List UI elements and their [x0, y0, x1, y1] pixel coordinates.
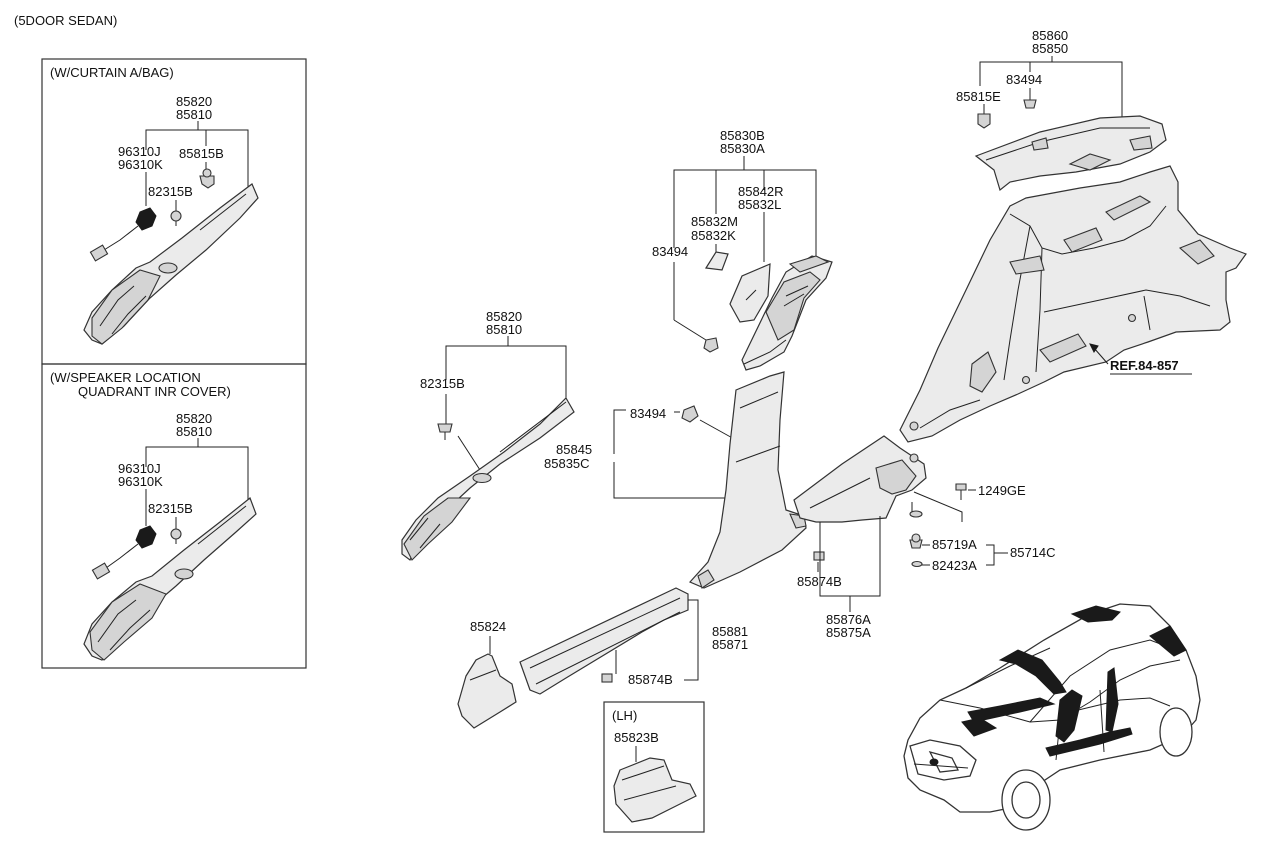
- callout-85815E: 85815E: [956, 89, 1001, 104]
- callout-85845: 85845: [556, 442, 592, 457]
- reference-label: REF.84-857: [1110, 358, 1179, 373]
- inset-title: (LH): [612, 708, 637, 723]
- rear-upper-trim: [974, 115, 1167, 192]
- callout-85719A: 85719A: [932, 537, 977, 552]
- callout-85830A: 85830A: [720, 141, 765, 156]
- clip-82315B: [170, 210, 182, 226]
- callout-85875A: 85875A: [826, 625, 871, 640]
- callout-1249GE: 1249GE: [978, 483, 1026, 498]
- group-scuff: 85824 85881 85871 85874B: [457, 587, 748, 729]
- b-pillar-lower-trim: [688, 371, 807, 589]
- inset-lh: (LH) 85823B: [603, 701, 705, 833]
- callout-85823B: 85823B: [614, 730, 659, 745]
- callout-82423A: 82423A: [932, 558, 977, 573]
- inset-title: (W/CURTAIN A/BAG): [50, 65, 174, 80]
- variant-label: (5DOOR SEDAN): [14, 13, 117, 28]
- airbag-bracket: [89, 207, 157, 262]
- inset-frame: [41, 363, 307, 669]
- group-c-pillar: 85874B 85876A 85875A: [793, 435, 927, 640]
- callout-85881: 85881: [712, 624, 748, 639]
- callout-96310K: 96310K: [118, 474, 163, 489]
- callout-82315B: 82315B: [148, 501, 193, 516]
- callout-85832M: 85832M: [691, 214, 738, 229]
- callout-83494: 83494: [1006, 72, 1042, 87]
- callout-85810: 85810: [176, 107, 212, 122]
- speaker-cover-85842R: [729, 263, 771, 323]
- callout-85832L: 85832L: [738, 197, 781, 212]
- callout-85860: 85860: [1032, 28, 1068, 43]
- c-pillar-trim: [793, 435, 927, 523]
- callout-83494: 83494: [630, 406, 666, 421]
- callout-85876A: 85876A: [826, 612, 871, 627]
- callout-85874B: 85874B: [797, 574, 842, 589]
- callout-85850: 85850: [1032, 41, 1068, 56]
- callout-85824: 85824: [470, 619, 506, 634]
- callout-83494: 83494: [652, 244, 688, 259]
- callout-82315B: 82315B: [148, 184, 193, 199]
- callout-85815B: 85815B: [179, 146, 224, 161]
- washer-82423A: [911, 560, 923, 568]
- b-pillar-upper-trim: [741, 255, 833, 371]
- reference-callout: REF.84-857: [1089, 343, 1192, 375]
- rear-quarter-trim: [899, 165, 1247, 443]
- inset-frame: [603, 701, 705, 833]
- clip-85815E: [977, 113, 991, 129]
- clip-85874B: [813, 551, 825, 561]
- callout-96310J: 96310J: [118, 144, 161, 159]
- clip-82315B: [170, 528, 182, 544]
- callout-85830B: 85830B: [720, 128, 765, 143]
- vehicle-illustration: [903, 603, 1201, 831]
- group-a-pillar: 85820 85810 82315B: [401, 309, 575, 561]
- callout-85810: 85810: [486, 322, 522, 337]
- inset-title-line1: (W/SPEAKER LOCATION: [50, 370, 201, 385]
- group-b-pillar-lower: 83494 85845 85835C: [544, 371, 807, 589]
- callout-85871: 85871: [712, 637, 748, 652]
- callout-82315B: 82315B: [420, 376, 465, 391]
- insert-85832M: [704, 251, 729, 271]
- callout-85832K: 85832K: [691, 228, 736, 243]
- callout-85820: 85820: [486, 309, 522, 324]
- callout-85714C: 85714C: [1010, 545, 1056, 560]
- callout-85835C: 85835C: [544, 456, 590, 471]
- a-pillar-trim: [83, 183, 259, 345]
- kick-panel-lh: [613, 757, 697, 823]
- inset-curtain-airbag: (W/CURTAIN A/BAG) 85820 85810 96310J 963…: [41, 58, 307, 365]
- callout-85874B: 85874B: [628, 672, 673, 687]
- callout-85810: 85810: [176, 424, 212, 439]
- clip-83494: [703, 337, 719, 353]
- clip-85874B: [601, 673, 613, 683]
- group-fasteners: 1249GE 85719A 85714C 82423A: [909, 483, 1056, 573]
- group-rear-upper: 85860 85850 83494 85815E: [956, 28, 1167, 192]
- callout-96310J: 96310J: [118, 461, 161, 476]
- a-pillar-trim: [83, 497, 257, 661]
- clip-85815B: [199, 168, 215, 189]
- sill-plate-85881: [519, 587, 689, 695]
- group-b-pillar-upper: 85830B 85830A 85842R 85832L 85832M 85832…: [652, 128, 833, 371]
- inset-speaker-location: (W/SPEAKER LOCATION QUADRANT INR COVER) …: [41, 363, 307, 669]
- callout-85820: 85820: [176, 411, 212, 426]
- bolt-1249GE: [955, 483, 967, 500]
- a-pillar-trim: [401, 397, 575, 561]
- inset-title-line2: QUADRANT INR COVER): [78, 384, 231, 399]
- clip-83494: [1023, 99, 1037, 109]
- clip-83494: [681, 405, 699, 423]
- callout-85842R: 85842R: [738, 184, 784, 199]
- airbag-bracket: [91, 525, 157, 580]
- clip-85719A: [909, 533, 923, 549]
- kick-panel-85824: [457, 653, 517, 729]
- clip-82315B: [437, 423, 453, 440]
- clip-hole: [909, 510, 923, 518]
- callout-96310K: 96310K: [118, 157, 163, 172]
- callout-85820: 85820: [176, 94, 212, 109]
